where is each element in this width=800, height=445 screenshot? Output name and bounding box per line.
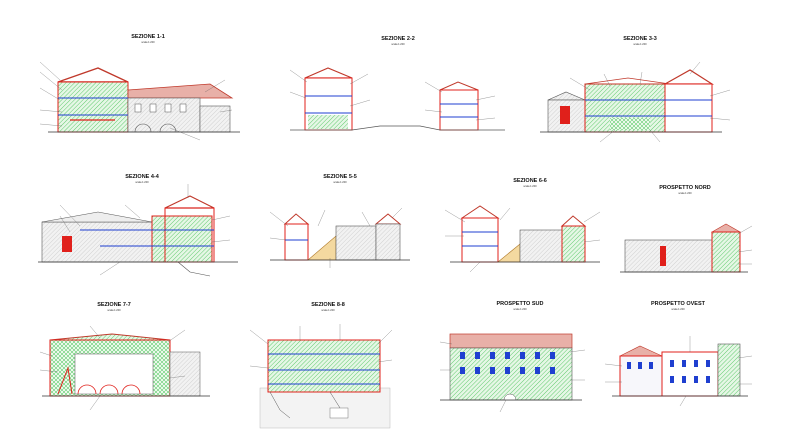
panel-title: SEZIONE 5-5 — [323, 174, 357, 180]
annotation-leaders — [269, 207, 403, 268]
panel-title: SEZIONE 3-3 — [623, 36, 657, 42]
building-section — [38, 195, 238, 277]
building-section — [270, 213, 410, 261]
annotation-leaders — [39, 61, 233, 141]
annotation-leaders — [569, 61, 731, 143]
annotation-leaders — [444, 207, 601, 273]
panel-title: SEZIONE 8-8 — [311, 302, 345, 308]
panel-title: PROSPETTO NORD — [659, 185, 711, 191]
panel-sezione-3-3: SEZIONE 3-3 scala 1:200 — [540, 36, 731, 143]
panel-sezione-8-8: SEZIONE 8-8 scala 1:200 — [249, 302, 393, 429]
panel-scale: scala 1:200 — [391, 42, 405, 46]
panel-scale: scala 1:200 — [333, 180, 347, 184]
building-elevation — [440, 333, 582, 401]
panel-title: SEZIONE 2-2 — [381, 36, 415, 42]
panel-sezione-4-4: SEZIONE 4-4 scala 1:200 — [38, 174, 238, 277]
annotation-leaders — [289, 69, 496, 121]
annotation-leaders — [737, 225, 753, 265]
panel-prospetto-sud: PROSPETTO SUD scala 1:200 — [439, 301, 586, 413]
building-section — [48, 67, 240, 133]
panel-sezione-6-6: SEZIONE 6-6 scala 1:200 — [444, 178, 601, 273]
panel-prospetto-nord: PROSPETTO NORD scala 1:200 — [620, 185, 753, 273]
panel-scale: scala 1:200 — [141, 40, 155, 44]
building-section — [450, 205, 600, 263]
building-elevation — [620, 223, 748, 273]
panel-sezione-2-2: SEZIONE 2-2 scala 1:200 — [289, 36, 505, 131]
panel-title: SEZIONE 7-7 — [97, 302, 131, 308]
building-section — [42, 333, 210, 397]
building-section — [290, 67, 505, 131]
panel-scale: scala 1:200 — [633, 42, 647, 46]
panel-sezione-1-1: SEZIONE 1-1 scala 1:200 — [39, 34, 240, 141]
panel-prospetto-ovest: PROSPETTO OVEST scala 1:200 — [604, 301, 753, 407]
panel-scale: scala 1:200 — [321, 308, 335, 312]
panel-scale: scala 1:200 — [135, 180, 149, 184]
panel-title: PROSPETTO SUD — [497, 301, 544, 307]
building-section — [259, 339, 391, 429]
panel-scale: scala 1:200 — [671, 307, 685, 311]
annotation-leaders — [604, 336, 753, 407]
panel-title: SEZIONE 4-4 — [125, 174, 160, 180]
annotation-leaders — [39, 325, 186, 411]
panel-sezione-7-7: SEZIONE 7-7 scala 1:200 — [39, 302, 210, 411]
panel-scale: scala 1:200 — [513, 307, 527, 311]
panel-title: SEZIONE 6-6 — [513, 178, 547, 184]
panel-scale: scala 1:200 — [523, 184, 537, 188]
annotation-leaders — [59, 184, 231, 276]
panel-scale: scala 1:200 — [678, 191, 692, 195]
panel-title: PROSPETTO OVEST — [651, 301, 706, 307]
annotation-leaders — [439, 341, 586, 413]
panel-sezione-5-5: SEZIONE 5-5 scala 1:200 — [269, 174, 410, 268]
annotation-leaders — [249, 324, 393, 369]
panel-title: SEZIONE 1-1 — [131, 34, 165, 40]
building-elevation — [612, 343, 748, 397]
panel-scale: scala 1:200 — [107, 308, 121, 312]
building-section — [540, 69, 722, 133]
